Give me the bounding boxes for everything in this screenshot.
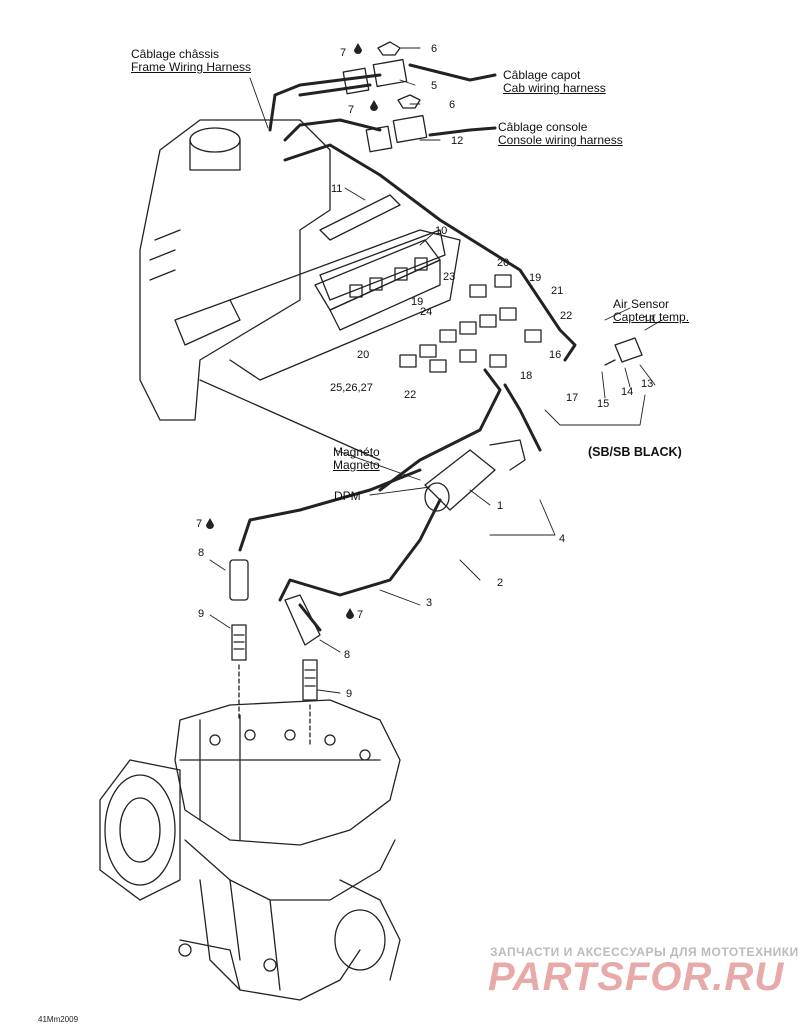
spark-plug-right <box>302 659 318 701</box>
leader-lines <box>209 47 663 694</box>
frame-harness-label-fr: Câblage châssis <box>131 47 220 61</box>
callout-20: 20 <box>497 257 510 269</box>
callout-4: 4 <box>559 533 566 545</box>
callout-1: 1 <box>497 500 504 512</box>
magneto-label-en: Magneto <box>333 458 380 472</box>
callout-23: 23 <box>443 271 456 283</box>
air-sensor-label-fr: Capteur temp. <box>613 310 690 324</box>
callout-22: 22 <box>404 389 417 401</box>
cab-harness-label-en: Cab wiring harness <box>503 81 606 95</box>
air-sensor <box>604 337 643 366</box>
callout-11: 11 <box>331 183 343 195</box>
callout-12: 12 <box>451 135 464 147</box>
callout-6: 6 <box>449 99 456 111</box>
callout-13b: 13 <box>641 378 654 390</box>
callout-7: 7 <box>340 47 347 59</box>
engine-bracket <box>199 229 461 461</box>
connector-12 <box>365 114 428 153</box>
spark-plug-cap-right <box>284 594 321 646</box>
callout-6: 6 <box>431 43 438 55</box>
callout-13: 13 <box>643 314 656 326</box>
callout-7: 7 <box>196 518 203 530</box>
engine-block <box>99 699 401 1001</box>
callout-9: 9 <box>346 688 353 700</box>
cab-harness-label-fr: Câblage capot <box>503 68 581 82</box>
droplet-icons <box>206 43 378 619</box>
callout-24: 24 <box>420 306 433 318</box>
harness-cables <box>238 63 577 632</box>
callout-7: 7 <box>348 104 355 116</box>
magneto-label-fr: Magnéto <box>333 445 380 459</box>
small-connectors <box>399 274 542 373</box>
callout-2: 2 <box>497 577 504 589</box>
callout-16: 16 <box>549 349 562 361</box>
connector-block-10 <box>314 239 441 331</box>
callout-19: 19 <box>411 296 424 308</box>
callout-18: 18 <box>520 370 533 382</box>
callout-7: 7 <box>357 609 364 621</box>
callout-5: 5 <box>431 80 438 92</box>
dpm-module <box>424 439 526 512</box>
callout-21: 21 <box>551 285 564 297</box>
callout-14: 14 <box>621 386 634 398</box>
callout-8: 8 <box>198 547 205 559</box>
callout-8: 8 <box>344 649 351 661</box>
frame-harness-label-en: Frame Wiring Harness <box>131 60 252 74</box>
watermark-logo: PARTSFOR.RU <box>488 955 785 999</box>
callout-3: 3 <box>426 597 433 609</box>
console-harness-label-en: Console wiring harness <box>498 133 623 147</box>
callout-17: 17 <box>566 392 579 404</box>
ground-terminals-6 <box>377 41 421 109</box>
callout-15: 15 <box>597 398 610 410</box>
callout-19: 19 <box>529 272 542 284</box>
drawing-code: 41Mm2009 <box>38 1015 79 1024</box>
spark-plug-left <box>231 624 247 661</box>
watermark-tagline: ЗАПЧАСТИ И АКСЕССУАРЫ ДЛЯ МОТОТЕХНИКИ <box>490 945 799 959</box>
oil-tank <box>139 119 331 421</box>
callout-20: 20 <box>357 349 370 361</box>
connector-5 <box>342 58 408 95</box>
callout-22: 22 <box>560 310 573 322</box>
callout-25-26-27: 25,26,27 <box>330 382 373 394</box>
console-harness-label-fr: Câblage console <box>498 120 588 134</box>
callout-9: 9 <box>198 608 205 620</box>
dpm-label: DPM <box>334 489 361 503</box>
decal-11 <box>319 194 401 241</box>
spark-plug-cap-left <box>229 559 249 601</box>
sb-black-label: (SB/SB BLACK) <box>588 445 682 459</box>
air-sensor-label-en: Air Sensor <box>613 297 670 311</box>
callout-10: 10 <box>435 225 448 237</box>
